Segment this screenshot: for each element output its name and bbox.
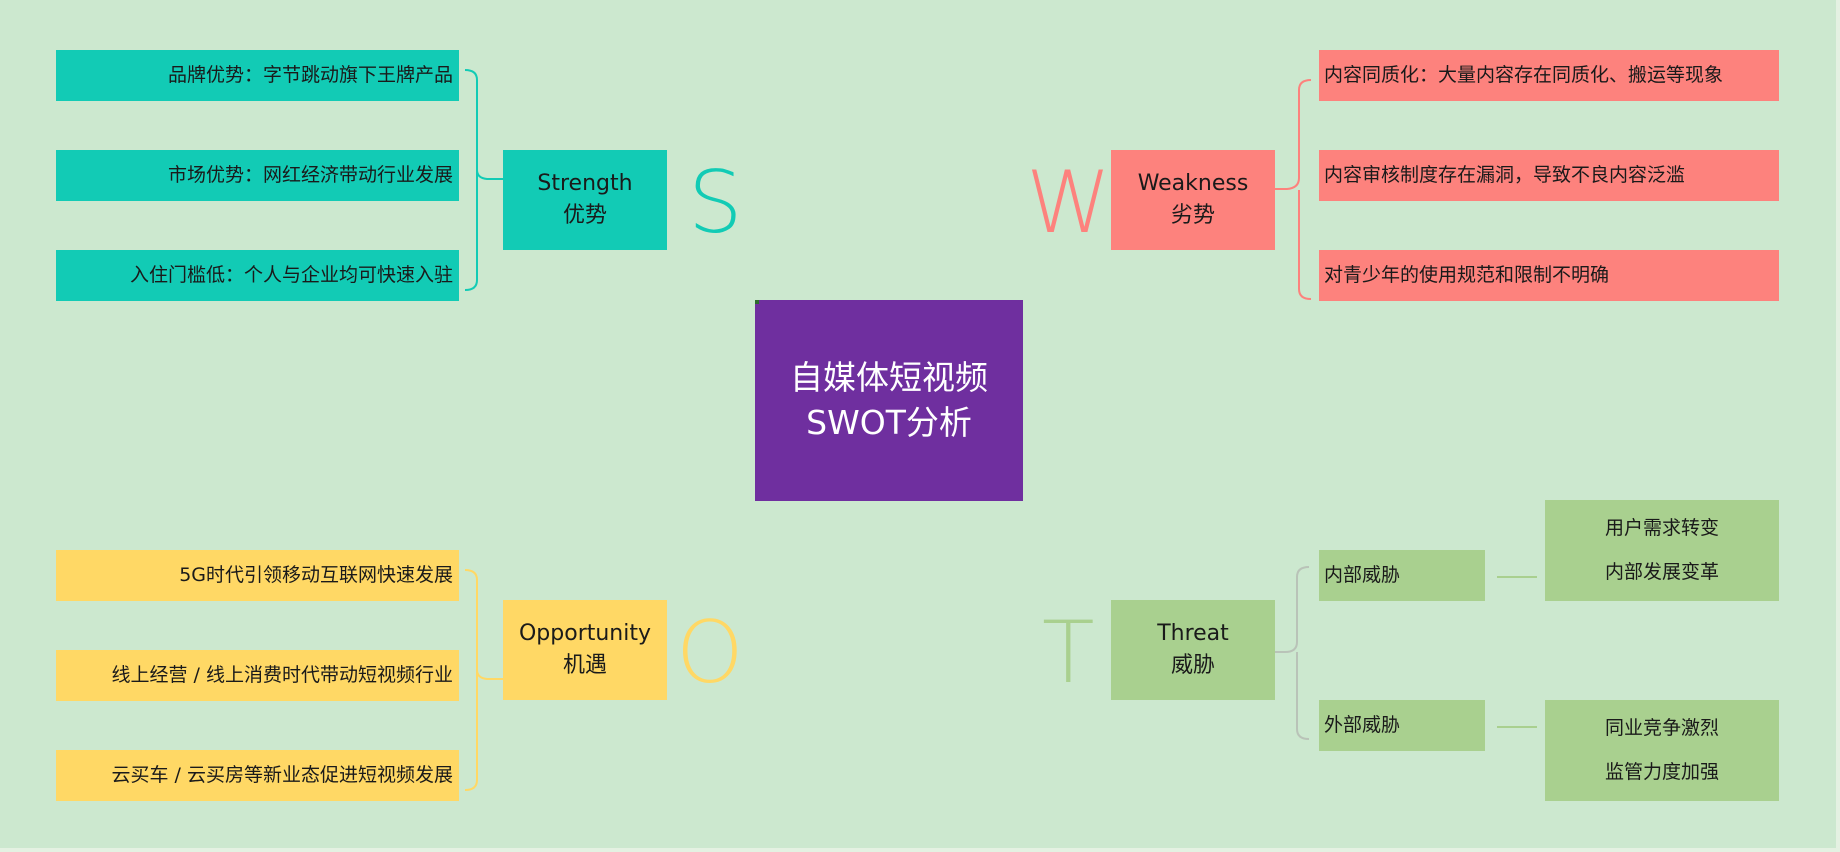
node-corner-marker: [755, 300, 759, 304]
weakness-title-zh: 劣势: [1170, 203, 1215, 228]
opportunity-title-en: Opportunity: [518, 621, 652, 647]
strength-item-2-text: 市场优势：网红经济带动行业发展: [167, 164, 453, 187]
weakness-item-1[interactable]: 内容同质化：大量内容存在同质化、搬运等现象: [1319, 50, 1779, 101]
weakness-title-en: Weakness: [1137, 171, 1249, 197]
opportunity-item-3-text: 云买车 / 云买房等新业态促进短视频发展: [111, 764, 453, 787]
threat-internal-detail-1: 用户需求转变: [1604, 516, 1719, 539]
strength-letter: S: [688, 153, 743, 253]
opportunity-item-2-text: 线上经营 / 线上消费时代带动短视频行业: [111, 664, 453, 687]
weakness-item-2-text: 内容审核制度存在漏洞，导致不良内容泛滥: [1324, 164, 1686, 187]
strength-item-3[interactable]: 入住门槛低：个人与企业均可快速入驻: [56, 250, 459, 301]
threat-group-external-label: 外部威胁: [1324, 714, 1401, 737]
weakness-item-2[interactable]: 内容审核制度存在漏洞，导致不良内容泛滥: [1319, 150, 1779, 201]
opportunity-item-2[interactable]: 线上经营 / 线上消费时代带动短视频行业: [56, 650, 459, 701]
strength-item-2[interactable]: 市场优势：网红经济带动行业发展: [56, 150, 459, 201]
strength-item-3-text: 入住门槛低：个人与企业均可快速入驻: [129, 264, 453, 287]
central-topic-line1: 自媒体短视频: [790, 357, 988, 397]
opportunity-item-1-text: 5G时代引领移动互联网快速发展: [179, 564, 453, 587]
strength-item-1-text: 品牌优势：字节跳动旗下王牌产品: [167, 64, 453, 87]
opportunity-node[interactable]: Opportunity 机遇: [503, 600, 667, 700]
threat-external-detail-1: 同业竞争激烈: [1604, 716, 1719, 739]
central-topic-line2: SWOT分析: [806, 402, 972, 442]
threat-group-internal[interactable]: 内部威胁: [1319, 550, 1485, 601]
threat-title-zh: 威胁: [1170, 653, 1215, 678]
strength-node[interactable]: Strength 优势: [503, 150, 667, 250]
threat-node[interactable]: Threat 威胁: [1111, 600, 1275, 700]
threat-group-external[interactable]: 外部威胁: [1319, 700, 1485, 751]
weakness-node[interactable]: Weakness 劣势: [1111, 150, 1275, 250]
threat-external-details[interactable]: 同业竞争激烈 监管力度加强: [1545, 700, 1779, 801]
strength-title-en: Strength: [537, 171, 633, 197]
weakness-item-3[interactable]: 对青少年的使用规范和限制不明确: [1319, 250, 1779, 301]
strength-title-zh: 优势: [562, 203, 607, 228]
weakness-letter: W: [1026, 153, 1112, 253]
threat-external-detail-2: 监管力度加强: [1604, 761, 1719, 784]
central-topic[interactable]: 自媒体短视频 SWOT分析: [755, 300, 1023, 501]
threat-internal-detail-2: 内部发展变革: [1604, 561, 1719, 584]
opportunity-item-3[interactable]: 云买车 / 云买房等新业态促进短视频发展: [56, 750, 459, 801]
strength-item-1[interactable]: 品牌优势：字节跳动旗下王牌产品: [56, 50, 459, 101]
threat-group-internal-label: 内部威胁: [1324, 564, 1401, 587]
threat-title-en: Threat: [1157, 621, 1229, 647]
weakness-item-1-text: 内容同质化：大量内容存在同质化、搬运等现象: [1324, 64, 1724, 87]
opportunity-letter: O: [676, 603, 744, 703]
weakness-item-3-text: 对青少年的使用规范和限制不明确: [1324, 264, 1610, 287]
opportunity-item-1[interactable]: 5G时代引领移动互联网快速发展: [56, 550, 459, 601]
opportunity-title-zh: 机遇: [562, 653, 607, 678]
threat-letter: T: [1042, 603, 1095, 703]
threat-internal-details[interactable]: 用户需求转变 内部发展变革: [1545, 500, 1779, 601]
